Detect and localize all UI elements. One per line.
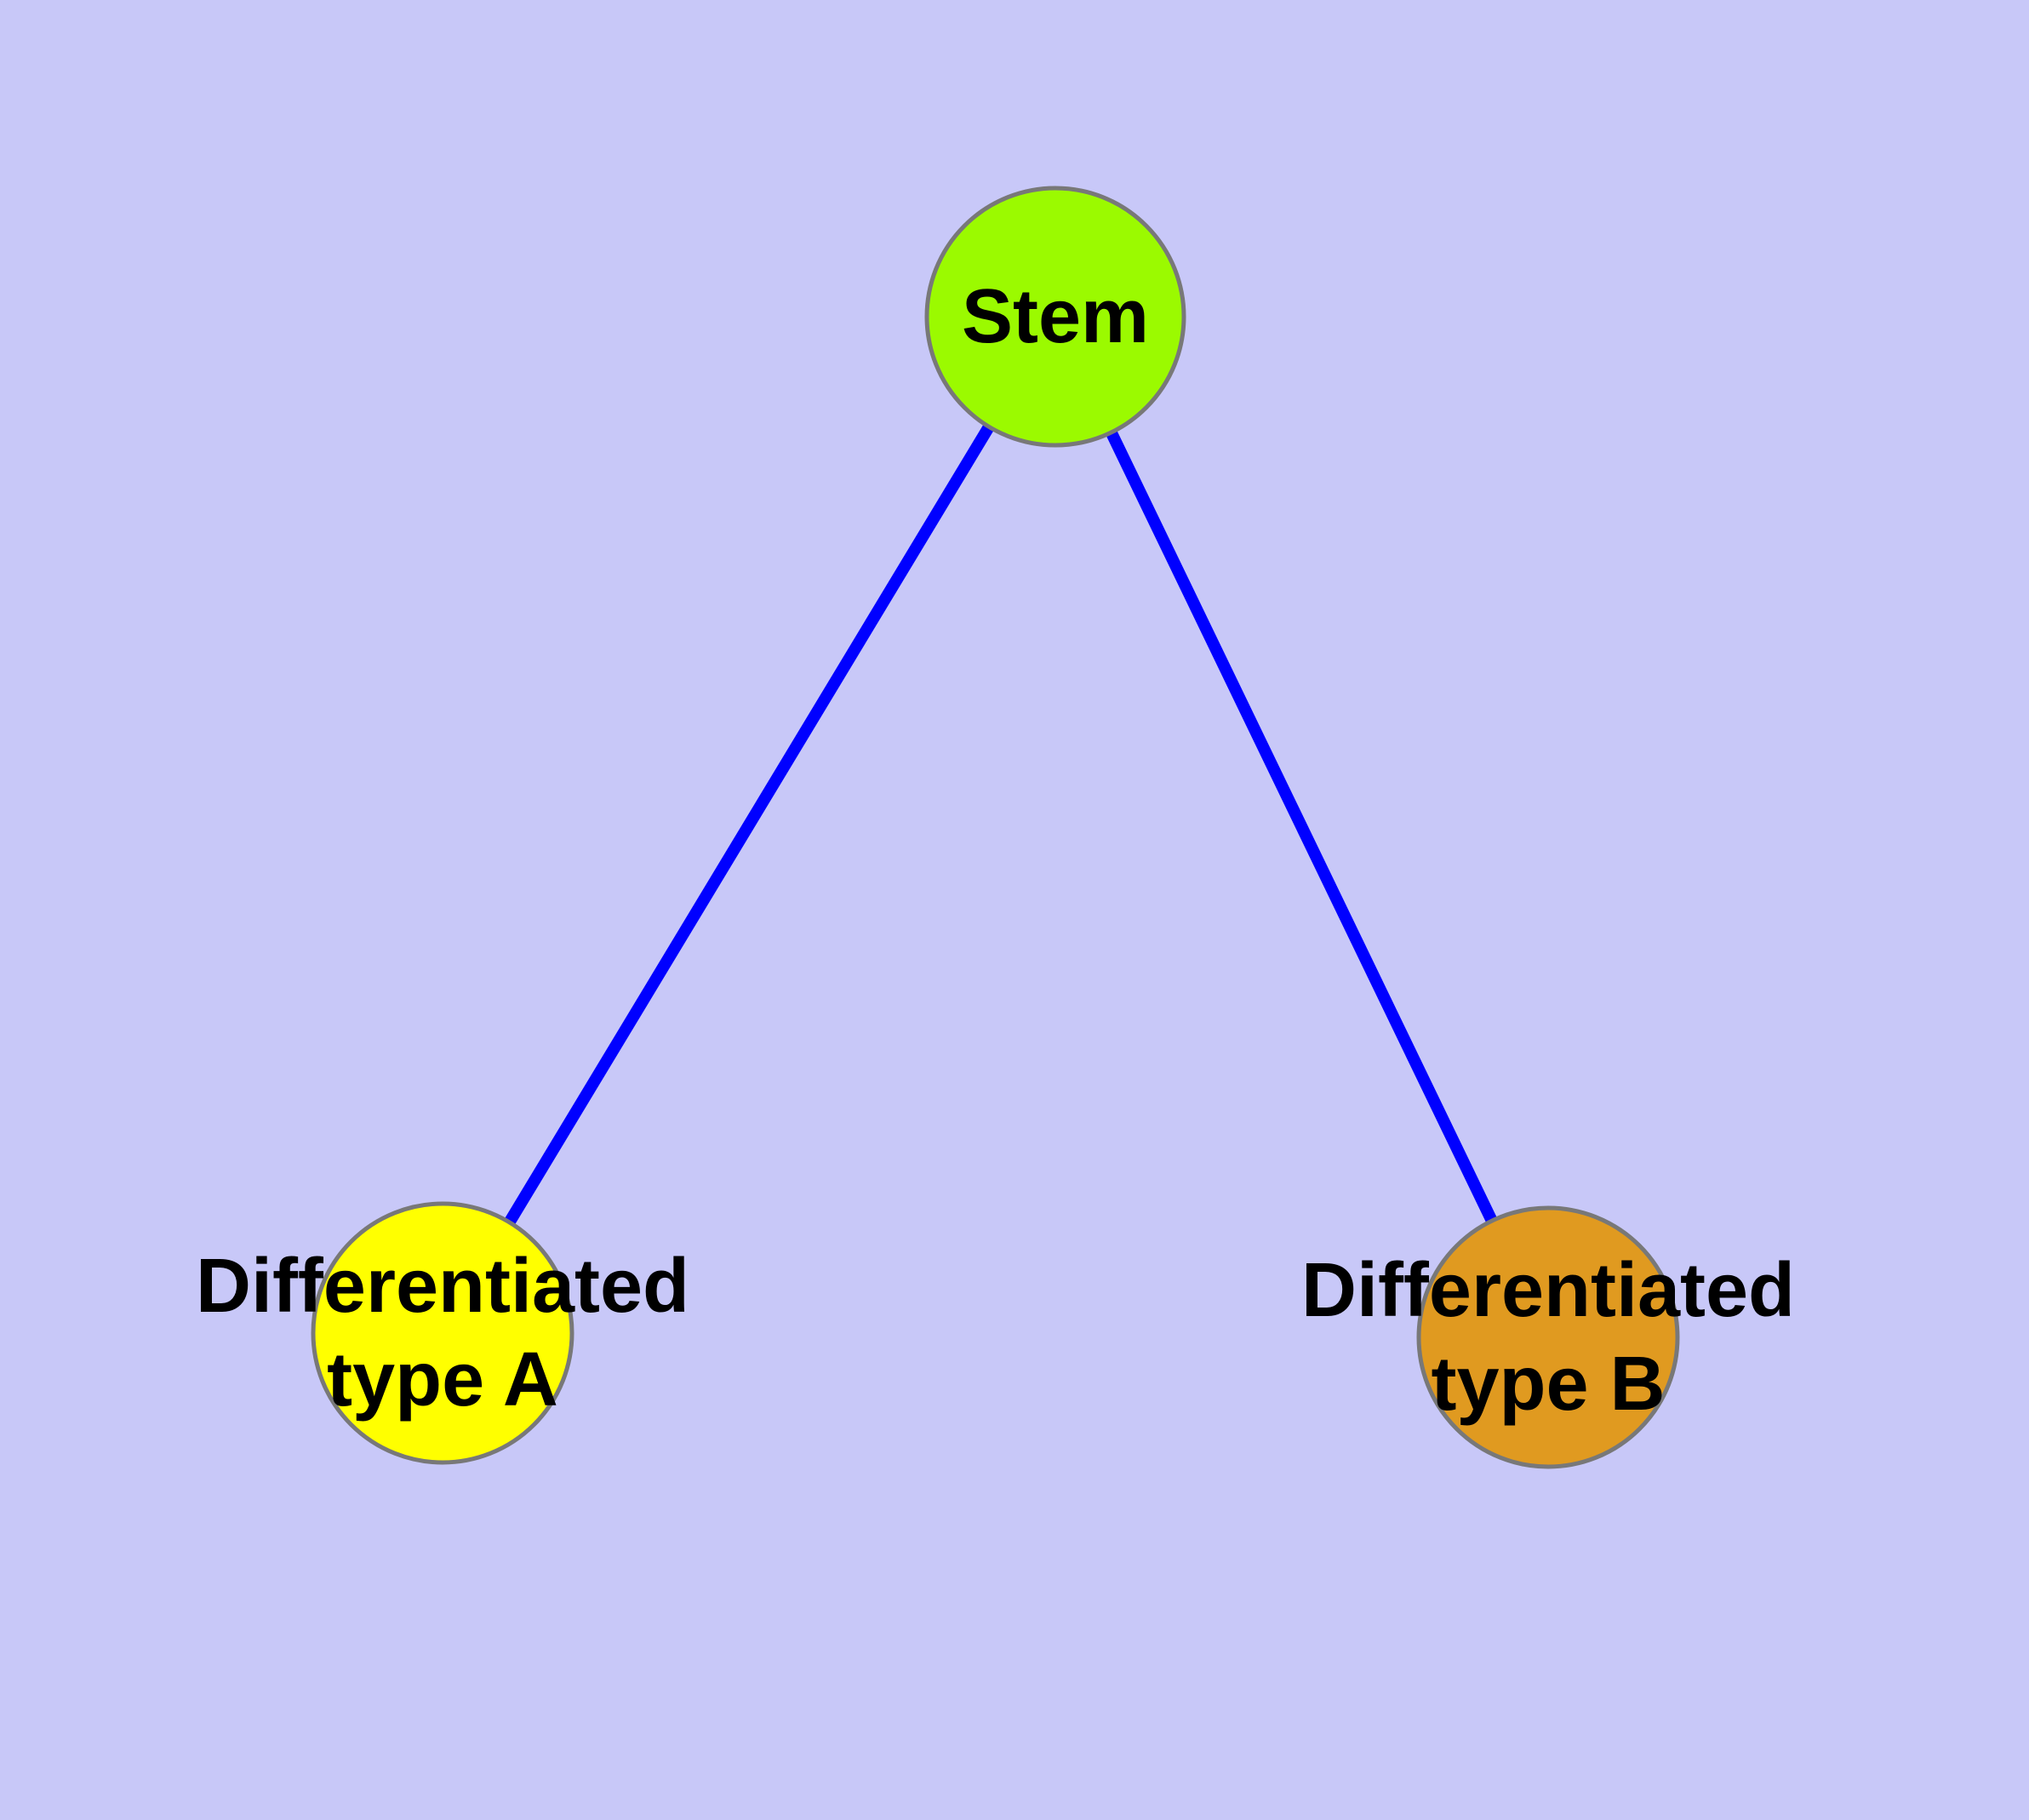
node-differentiated-type-a [311,1201,574,1465]
node-stem [924,186,1186,448]
edge-stem-to-differentiated-type-b [1049,313,1554,1341]
edge-stem-to-differentiated-type-a [437,313,1060,1336]
node-differentiated-type-b-label-line: type B [1431,1342,1665,1427]
node-differentiated-type-a-label-line: Differentiated [196,1244,689,1329]
node-differentiated-type-a-label-line: type A [327,1337,558,1422]
node-differentiated-type-b [1416,1205,1680,1469]
node-differentiated-type-b-label-line: Differentiated [1301,1248,1795,1333]
node-stem-label-line: Stem [962,274,1149,359]
